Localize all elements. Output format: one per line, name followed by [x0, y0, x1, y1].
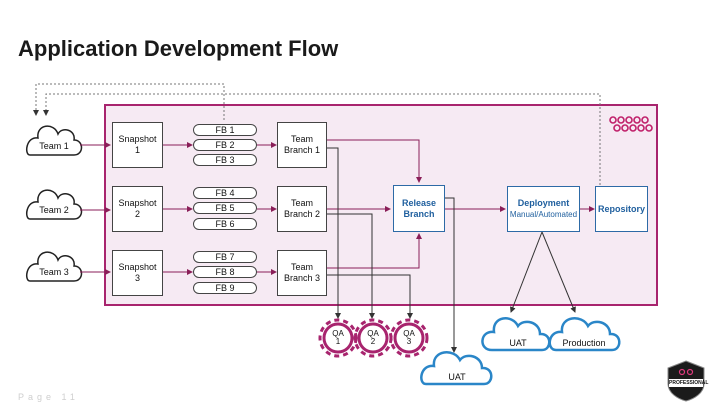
snapshot-1-line2: 1: [134, 145, 140, 155]
snapshot-2-line1: Snapshot: [118, 198, 157, 208]
deployment-box: Deployment Manual/Automated: [507, 186, 580, 232]
team-branch-3-line1: Team: [290, 262, 313, 272]
repository-label: Repository: [597, 203, 645, 214]
feature-branch-pill: FB 7: [193, 251, 257, 263]
release-line1: Release: [401, 197, 437, 208]
snapshot-1-line1: Snapshot: [118, 134, 157, 144]
release-line2: Branch: [403, 208, 435, 219]
snapshot-3-line1: Snapshot: [118, 262, 157, 272]
feature-branch-pill: FB 1: [193, 124, 257, 136]
feature-branch-pill: FB 8: [193, 266, 257, 278]
feature-branch-pill: FB 6: [193, 218, 257, 230]
page-title: Application Development Flow: [18, 36, 339, 61]
team-branch-1-line1: Team: [290, 134, 313, 144]
team-branch-2-line2: Branch 2: [283, 209, 321, 219]
team-2-label: Team 2: [39, 205, 69, 215]
uat-right-cloud: [481, 317, 551, 352]
repository-box: Repository: [595, 186, 648, 232]
page-footer: Page 11: [18, 392, 79, 402]
feature-branch-pill: FB 5: [193, 202, 257, 214]
feature-branch-pill: FB 2: [193, 139, 257, 151]
feature-branch-pill: FB 9: [193, 282, 257, 294]
team-3-cloud: [25, 251, 83, 282]
uat-bottom-label: UAT: [448, 372, 466, 382]
uat-bottom-cloud: [420, 351, 493, 386]
team-branch-2-line1: Team: [290, 198, 313, 208]
team-2-cloud: [25, 189, 83, 220]
brand-logo-icon: [609, 116, 653, 132]
snapshot-2-line2: 2: [134, 209, 140, 219]
feature-branch-pill: FB 3: [193, 154, 257, 166]
uat-right-label: UAT: [509, 338, 527, 348]
production-cloud: [548, 317, 621, 352]
professional-badge: PROFESSIONAL: [666, 360, 709, 402]
badge-shield-icon: [667, 360, 705, 402]
team-3-label: Team 3: [39, 267, 69, 277]
qa-3-gear: [389, 318, 429, 358]
badge-text: PROFESSIONAL: [669, 380, 709, 386]
production-label: Production: [562, 338, 606, 348]
team-1-label: Team 1: [39, 141, 69, 151]
team-branch-3-line2: Branch 3: [283, 273, 321, 283]
team-branch-1-line2: Branch 1: [283, 145, 321, 155]
release-branch-box: Release Branch: [393, 185, 445, 232]
snapshot-3-line2: 3: [134, 273, 140, 283]
feature-branch-pill: FB 4: [193, 187, 257, 199]
deployment-subtitle: Manual/Automated: [509, 210, 578, 219]
deployment-title: Deployment: [517, 198, 570, 208]
